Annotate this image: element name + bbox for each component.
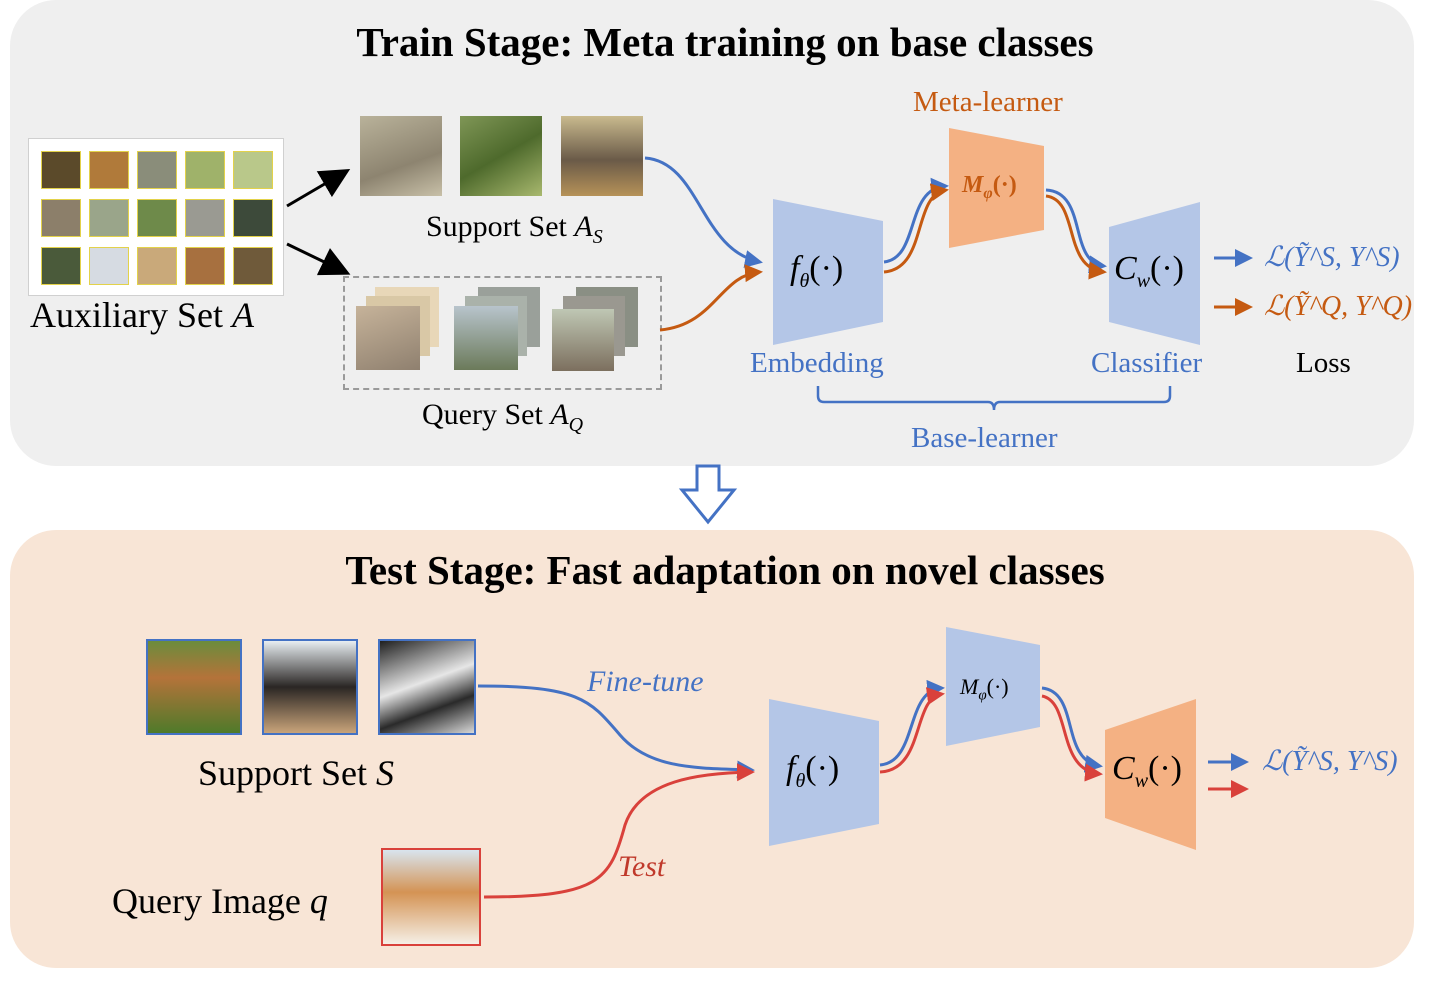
test-classifier-block	[1105, 699, 1196, 850]
aux-image-fox	[89, 247, 129, 285]
aux-image-lion	[89, 151, 129, 189]
train-support-flow	[644, 156, 763, 268]
test-embed-to-meta-red	[879, 687, 945, 774]
support-set-label: Support Set AS	[426, 210, 603, 248]
train-classifier-block	[1109, 202, 1200, 345]
meta-learner-label: Meta-learner	[913, 86, 1063, 118]
query-image-elephant	[552, 309, 614, 371]
support-image-elephant	[561, 116, 643, 196]
embedding-label: Embedding	[750, 347, 884, 379]
aux-image-yellow-bird	[137, 199, 177, 237]
aux-image-kitten	[137, 151, 177, 189]
test-support-image-panda	[378, 639, 476, 735]
support-image-bird	[460, 116, 542, 196]
base-learner-label: Base-learner	[911, 422, 1058, 454]
test-classifier-fn: Cw(·)	[1112, 750, 1182, 792]
aux-image-bird	[89, 199, 129, 237]
train-embed-fn: fθ(·)	[790, 250, 844, 292]
arrow-aux-to-support	[286, 168, 351, 208]
train-meta-to-classifier-blue	[1045, 188, 1107, 274]
test-query-flow	[483, 763, 755, 899]
test-embed-fn: fθ(·)	[786, 750, 840, 792]
train-loss-query: ℒ(Ỹ^Q, Y^Q)	[1264, 291, 1413, 322]
test-finetune-flow	[477, 684, 755, 779]
train-meta-learner-block	[949, 128, 1044, 248]
query-image-label: Query Image q	[112, 881, 328, 921]
query-image-kitten	[356, 306, 420, 370]
train-embedding-block	[773, 199, 883, 345]
train-stage-title: Train Stage: Meta training on base class…	[356, 19, 1094, 65]
train-embed-to-meta-blue	[883, 177, 949, 264]
train-meta-fn: Mφ(·)	[962, 172, 1017, 202]
test-meta-to-classifier-red	[1041, 694, 1103, 782]
test-meta-to-classifier-blue	[1041, 686, 1103, 773]
aux-image-insect	[233, 151, 273, 189]
train-meta-to-classifier-orange	[1045, 194, 1107, 280]
arrow-aux-to-query	[286, 242, 351, 276]
aux-image-warbler	[41, 247, 81, 285]
classifier-label: Classifier	[1091, 347, 1203, 379]
aux-image-ladybug	[185, 151, 225, 189]
test-stage-title: Test Stage: Fast adaptation on novel cla…	[345, 547, 1105, 593]
train-embed-to-meta-orange	[883, 183, 949, 274]
test-loss-support: ℒ(Ỹ^S, Y^S)	[1262, 746, 1398, 777]
support-image-kitten	[360, 116, 442, 196]
aux-image-cheetah	[137, 247, 177, 285]
base-learner-brace	[816, 386, 1172, 411]
train-classifier-fn: Cw(·)	[1114, 250, 1184, 292]
stage-transition-arrow	[678, 464, 738, 525]
aux-image-cow	[233, 199, 273, 237]
test-label: Test	[618, 850, 666, 883]
test-meta-learner-block	[946, 627, 1040, 746]
query-set-label: Query Set AQ	[422, 398, 584, 436]
train-query-flow	[659, 264, 763, 332]
test-support-set-label: Support Set S	[198, 753, 395, 793]
aux-image-deer	[185, 247, 225, 285]
aux-image-koala	[185, 199, 225, 237]
loss-label: Loss	[1296, 347, 1351, 379]
aux-image-fruit	[41, 151, 81, 189]
finetune-label: Fine-tune	[587, 665, 704, 698]
test-support-image-dog	[262, 639, 358, 735]
auxiliary-image-grid	[28, 138, 284, 296]
auxiliary-set-label: Auxiliary Set A	[30, 295, 254, 335]
query-set-box	[343, 276, 662, 390]
test-support-image-mushroom	[146, 639, 242, 735]
aux-image-elephant	[41, 199, 81, 237]
query-image-corgi	[381, 848, 481, 946]
aux-image-squirrel	[233, 247, 273, 285]
test-meta-fn: Mφ(·)	[960, 674, 1009, 704]
train-loss-support: ℒ(Ỹ^S, Y^S)	[1264, 242, 1400, 273]
query-image-bird	[454, 306, 518, 370]
test-embedding-block	[769, 699, 879, 846]
